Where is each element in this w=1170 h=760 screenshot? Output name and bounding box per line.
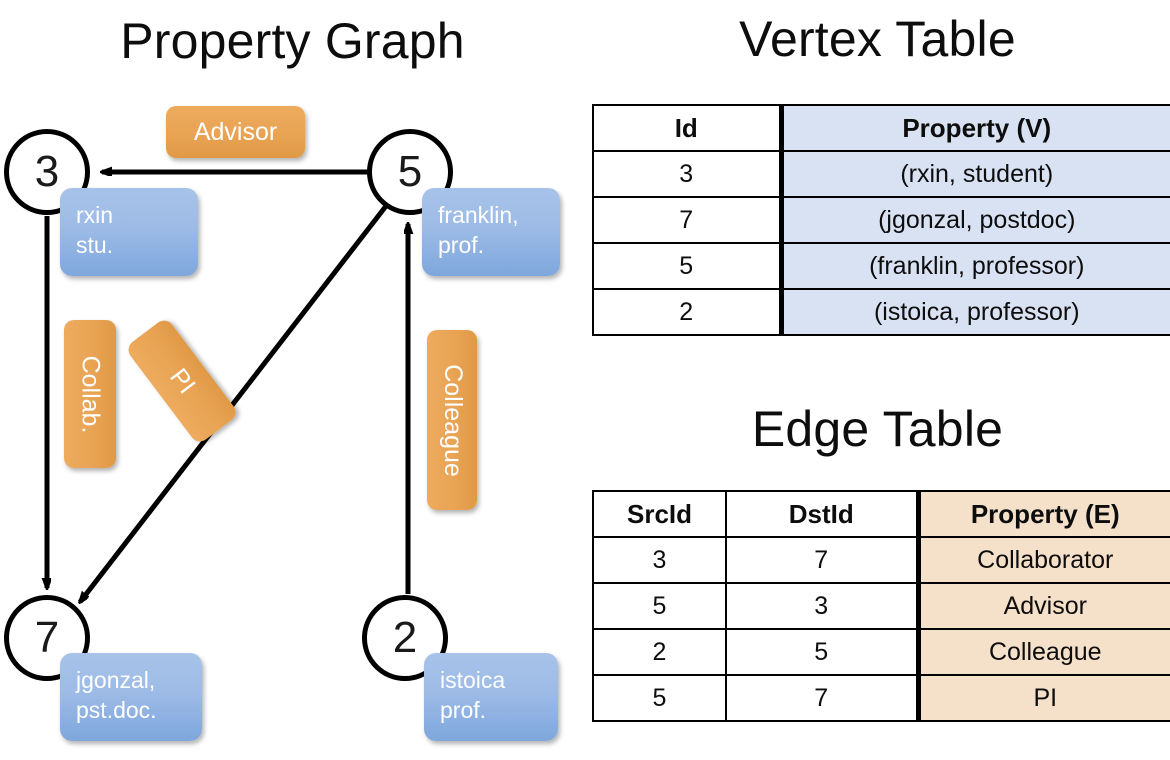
graph-node-2[interactable]: 2 bbox=[362, 595, 448, 681]
vertex-property-franklin-line1: franklin, bbox=[438, 202, 519, 228]
edge-5-to-7 bbox=[78, 204, 388, 602]
edge-row-0-property: Collaborator bbox=[915, 536, 1170, 584]
edge-row-1-src: 5 bbox=[592, 582, 727, 630]
edge-table-header-dstid: DstId bbox=[725, 490, 919, 538]
graph-edges bbox=[0, 0, 585, 760]
vertex-property-box-franklin[interactable]: franklin, prof. bbox=[422, 188, 560, 276]
vertex-property-box-istoica[interactable]: istoica prof. bbox=[424, 653, 558, 741]
vertex-row-0-id: 3 bbox=[592, 150, 782, 198]
vertex-property-jgonzal-line2: pst.doc. bbox=[76, 697, 157, 723]
edge-row-0-dst: 7 bbox=[725, 536, 919, 584]
page-title-vertex-table: Vertex Table bbox=[739, 11, 1016, 67]
edge-row-2-property: Colleague bbox=[915, 628, 1170, 676]
edge-row-0-src: 3 bbox=[592, 536, 727, 584]
page-title-property-graph: Property Graph bbox=[120, 13, 465, 69]
vertex-table-header-id: Id bbox=[592, 104, 782, 152]
table-row[interactable]: 2 5 Colleague bbox=[592, 628, 1170, 676]
vertex-row-2-id: 5 bbox=[592, 242, 782, 290]
edge-row-3-src: 5 bbox=[592, 674, 727, 722]
edge-table: SrcId DstId Property (E) 3 7 Collaborato… bbox=[592, 490, 1170, 722]
vertex-table: Id Property (V) 3 (rxin, student) 7 (jgo… bbox=[592, 104, 1170, 336]
vertex-property-box-jgonzal[interactable]: jgonzal, pst.doc. bbox=[60, 653, 202, 741]
table-row[interactable]: 3 7 Collaborator bbox=[592, 536, 1170, 584]
table-row[interactable]: 2 (istoica, professor) bbox=[592, 288, 1170, 336]
edge-row-2-dst: 5 bbox=[725, 628, 919, 676]
graph-node-7-label: 7 bbox=[34, 613, 60, 662]
vertex-property-rxin-line1: rxin bbox=[76, 202, 114, 228]
vertex-property-box-rxin[interactable]: rxin stu. bbox=[60, 188, 198, 276]
table-row[interactable]: 5 3 Advisor bbox=[592, 582, 1170, 630]
vertex-property-rxin-line2: stu. bbox=[76, 232, 114, 258]
table-row[interactable]: 5 7 PI bbox=[592, 674, 1170, 722]
vertex-row-0-property: (rxin, student) bbox=[778, 150, 1170, 198]
vertex-property-franklin-line2: prof. bbox=[438, 232, 485, 258]
table-row[interactable]: 5 (franklin, professor) bbox=[592, 242, 1170, 290]
graph-node-2-label: 2 bbox=[392, 613, 418, 662]
vertex-property-istoica-line1: istoica bbox=[440, 667, 506, 693]
edge-table-header-property: Property (E) bbox=[915, 490, 1170, 538]
vertex-row-3-property: (istoica, professor) bbox=[778, 288, 1170, 336]
table-row[interactable]: 7 (jgonzal, postdoc) bbox=[592, 196, 1170, 244]
edge-label-box-advisor[interactable]: Advisor bbox=[166, 106, 305, 158]
vertex-row-3-id: 2 bbox=[592, 288, 782, 336]
edge-table-header-row: SrcId DstId Property (E) bbox=[592, 490, 1170, 538]
edge-label-collab: Collab. bbox=[76, 355, 105, 433]
edge-label-box-colleague[interactable]: Colleague bbox=[427, 330, 477, 510]
vertex-row-1-id: 7 bbox=[592, 196, 782, 244]
edge-row-3-property: PI bbox=[915, 674, 1170, 722]
graph-node-5[interactable]: 5 bbox=[367, 129, 453, 215]
vertex-property-jgonzal-line1: jgonzal, bbox=[76, 667, 156, 693]
table-row[interactable]: 3 (rxin, student) bbox=[592, 150, 1170, 198]
edge-label-advisor: Advisor bbox=[193, 117, 278, 146]
vertex-table-header-property: Property (V) bbox=[778, 104, 1170, 152]
edge-label-colleague: Colleague bbox=[438, 363, 467, 477]
vertex-row-2-property: (franklin, professor) bbox=[778, 242, 1170, 290]
edge-table-header-srcid: SrcId bbox=[592, 490, 727, 538]
vertex-property-istoica-line2: prof. bbox=[440, 697, 487, 723]
page-title-edge-table: Edge Table bbox=[751, 401, 1004, 457]
edge-row-2-src: 2 bbox=[592, 628, 727, 676]
vertex-table-header-row: Id Property (V) bbox=[592, 104, 1170, 152]
graph-node-5-label: 5 bbox=[397, 147, 423, 196]
edge-label-pi: PI bbox=[164, 362, 201, 399]
edge-row-1-property: Advisor bbox=[915, 582, 1170, 630]
edge-row-3-dst: 7 bbox=[725, 674, 919, 722]
graph-node-3-label: 3 bbox=[34, 147, 60, 196]
edge-row-1-dst: 3 bbox=[725, 582, 919, 630]
vertex-row-1-property: (jgonzal, postdoc) bbox=[778, 196, 1170, 244]
edge-label-box-collab[interactable]: Collab. bbox=[64, 320, 116, 468]
